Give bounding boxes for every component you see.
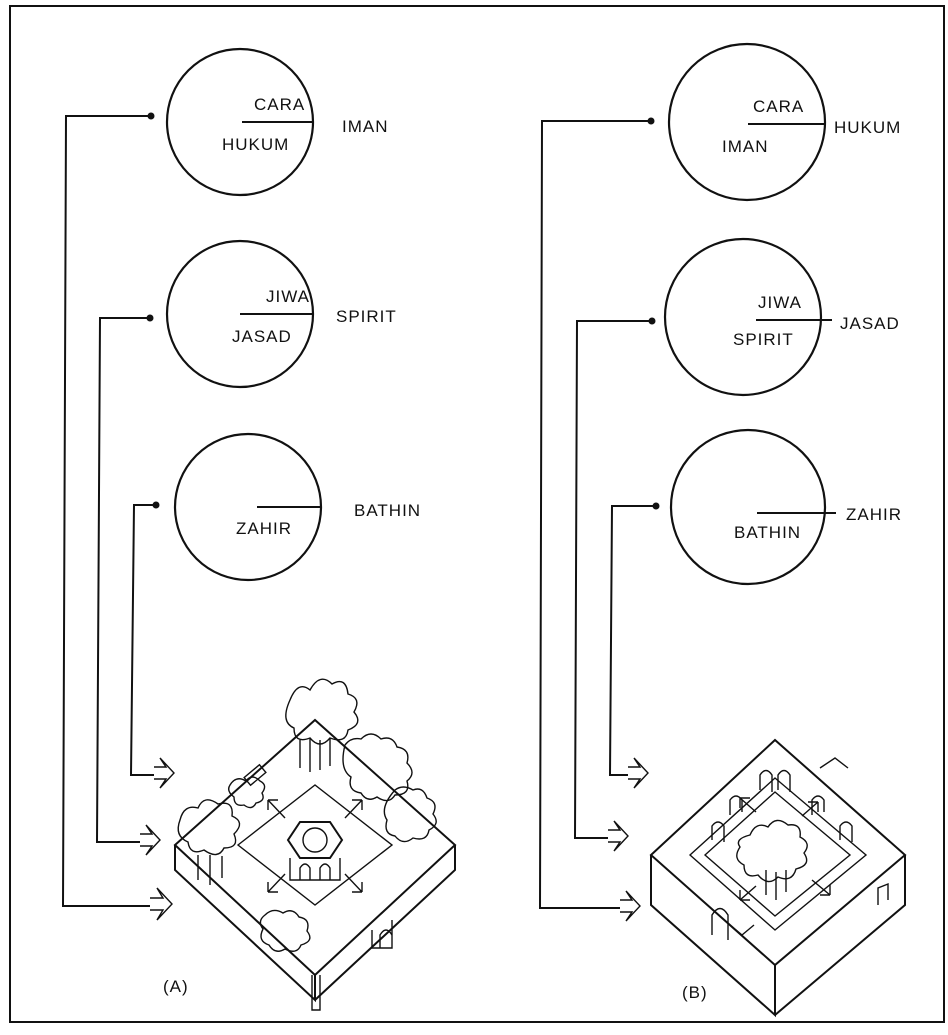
- circle-lower-label: JASAD: [232, 327, 292, 346]
- panel-b: CARA IMAN HUKUM JIWA SPIRIT JASAD BATHIN…: [538, 42, 907, 1018]
- entry-arrow-icon: [150, 887, 173, 921]
- panel-caption: (B): [682, 983, 708, 1002]
- circle-lower-label: ZAHIR: [236, 519, 292, 538]
- circle-right-label: HUKUM: [834, 118, 901, 137]
- circle-right-label: JASAD: [840, 314, 900, 333]
- entry-arrow-icon: [608, 820, 629, 852]
- circle-upper-label: JIWA: [266, 287, 310, 306]
- panel-a-connectors: [61, 112, 160, 907]
- panel-a: CARA HUKUM IMAN JIWA JASAD SPIRIT ZAHIR …: [61, 47, 457, 1011]
- circle-right-label: ZAHIR: [846, 505, 902, 524]
- entry-arrow-icon: [140, 824, 161, 856]
- circle-upper-label: JIWA: [758, 293, 802, 312]
- circle-lower-label: IMAN: [722, 137, 769, 156]
- panel-caption: (A): [163, 977, 189, 996]
- circle-lower-label: HUKUM: [222, 135, 289, 154]
- figure-frame: [9, 5, 945, 1023]
- panel-b-circle-3: BATHIN ZAHIR: [669, 428, 902, 586]
- entry-arrow-icon: [628, 757, 649, 789]
- panel-b-connectors: [538, 117, 660, 909]
- garden-courtyard-illustration: [173, 678, 457, 1011]
- panel-a-circle-2: JIWA JASAD SPIRIT: [165, 239, 397, 389]
- circle-right-label: SPIRIT: [336, 307, 397, 326]
- circle-lower-label: SPIRIT: [733, 330, 794, 349]
- panel-a-entry-arrows: [140, 757, 175, 921]
- panel-a-circle-1: CARA HUKUM IMAN: [165, 47, 389, 197]
- entry-arrow-icon: [154, 757, 175, 789]
- panel-a-circle-3: ZAHIR BATHIN: [173, 432, 421, 582]
- panel-b-circle-1: CARA IMAN HUKUM: [667, 42, 901, 202]
- entry-arrow-icon: [620, 890, 641, 922]
- circle-right-label: BATHIN: [354, 501, 421, 520]
- panel-b-entry-arrows: [608, 757, 649, 922]
- circle-upper-label: CARA: [753, 97, 804, 116]
- circle-lower-label: BATHIN: [734, 523, 801, 542]
- walled-courtyard-illustration: [649, 738, 907, 1018]
- panel-b-circle-2: JIWA SPIRIT JASAD: [663, 237, 900, 397]
- circle-upper-label: CARA: [254, 95, 305, 114]
- circle-right-label: IMAN: [342, 117, 389, 136]
